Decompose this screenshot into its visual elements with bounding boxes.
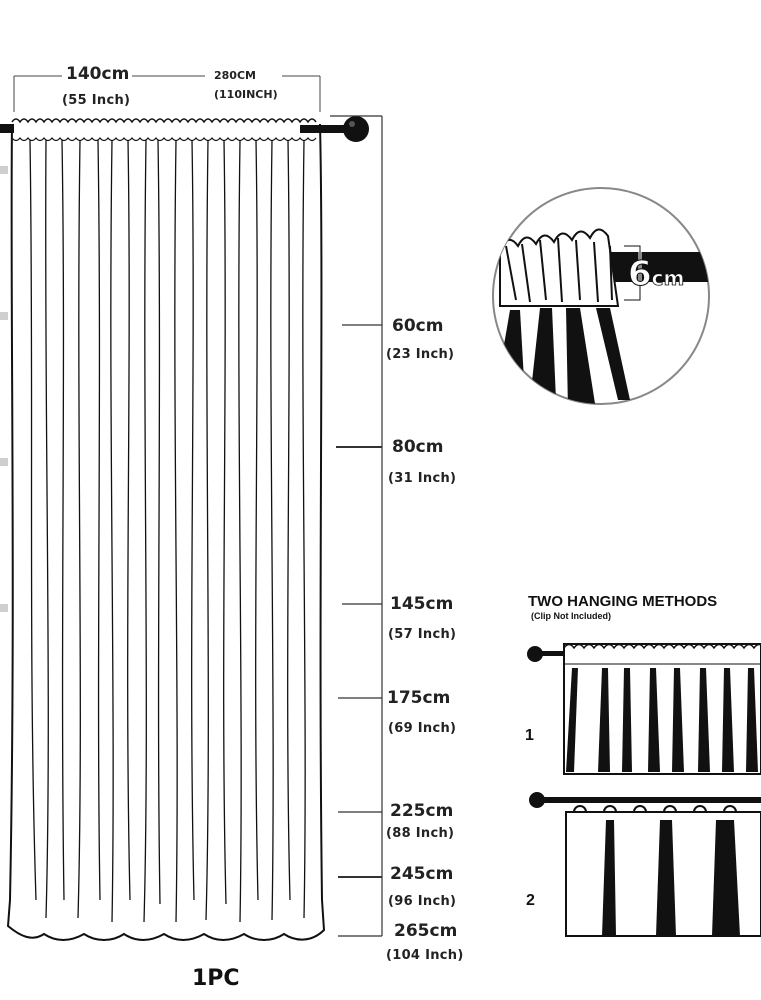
methods-title: TWO HANGING METHODS xyxy=(528,593,718,610)
length-scale xyxy=(330,115,383,937)
length-label-inch: (23 Inch) xyxy=(386,347,455,362)
length-label-cm: 145cm xyxy=(390,594,454,614)
width-cm-label: 140cm xyxy=(66,64,130,84)
length-label-inch: (31 Inch) xyxy=(388,471,457,486)
length-label-cm: 80cm xyxy=(392,437,444,457)
pocket-size-value: 6 xyxy=(628,254,653,295)
width-dimension xyxy=(13,75,321,112)
length-label-inch: (57 Inch) xyxy=(388,627,457,642)
length-label-inch: (69 Inch) xyxy=(388,721,457,736)
length-label-cm: 225cm xyxy=(390,801,454,821)
length-label-cm: 265cm xyxy=(394,921,458,941)
method-number: 1 xyxy=(525,727,534,744)
curtain-panel xyxy=(6,118,326,941)
rod-cm-label: 280CM xyxy=(214,69,256,82)
length-label-cm: 175cm xyxy=(387,688,451,708)
curtain-rod xyxy=(0,116,369,142)
method-1-illustration xyxy=(527,643,761,775)
left-edge-marks xyxy=(0,166,8,612)
method-2-illustration xyxy=(529,792,761,937)
length-label-inch: (88 Inch) xyxy=(386,826,455,841)
pocket-size-unit: cm xyxy=(651,266,685,291)
quantity-label: 1PC xyxy=(192,966,240,991)
methods-subtitle: (Clip Not Included) xyxy=(531,611,611,621)
length-label-cm: 245cm xyxy=(390,864,454,884)
rod-inch-label: (110INCH) xyxy=(214,88,278,101)
pocket-size-label: 6cm xyxy=(628,254,685,295)
rod-pocket-zoom xyxy=(492,187,710,405)
length-label-inch: (104 Inch) xyxy=(386,948,464,963)
length-label-cm: 60cm xyxy=(392,316,444,336)
length-label-inch: (96 Inch) xyxy=(388,894,457,909)
width-inch-label: (55 Inch) xyxy=(62,93,131,108)
method-number: 2 xyxy=(526,892,535,909)
